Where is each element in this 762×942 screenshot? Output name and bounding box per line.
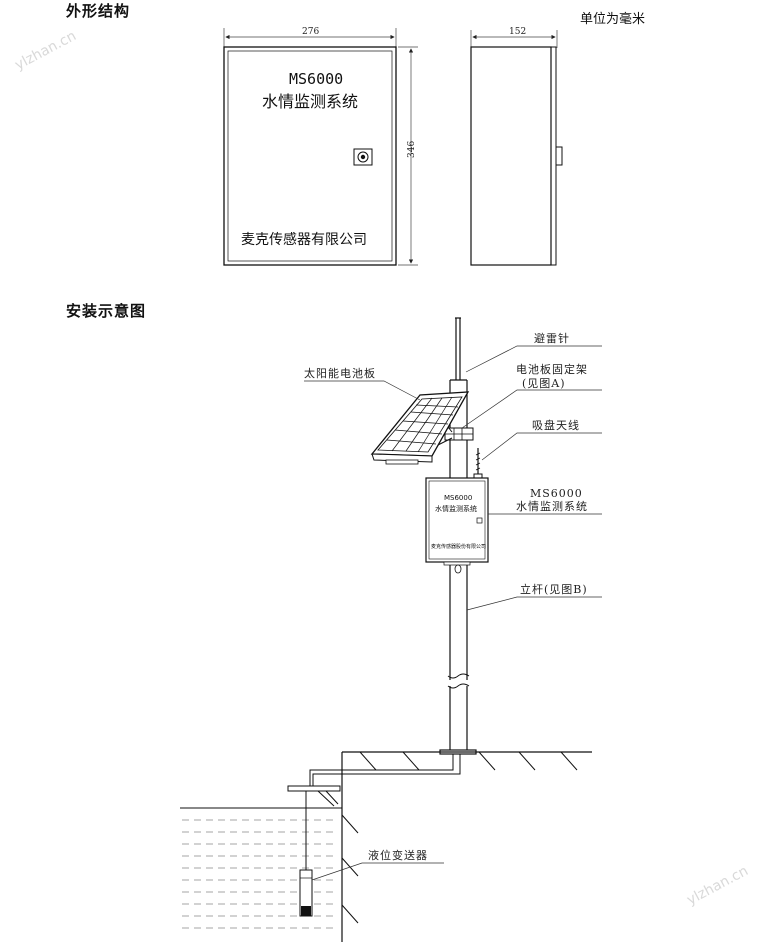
- height-dimension: 346: [407, 141, 417, 158]
- device-model: MS6000: [444, 494, 472, 502]
- antenna-icon: [473, 448, 483, 479]
- label-panel-bracket-ref: (见图A): [522, 377, 566, 390]
- unit-note: 单位为毫米: [580, 12, 646, 27]
- solar-panel: [370, 391, 470, 465]
- side-view: 152: [470, 27, 563, 266]
- label-panel-bracket: 电池板固定架: [516, 362, 588, 376]
- watermark-bottom: ylzhan.cn: [684, 863, 751, 909]
- label-lightning-rod: 避雷针: [534, 331, 570, 345]
- cabinet-outline: [223, 46, 397, 266]
- cabinet-company: 麦克传感器有限公司: [241, 231, 367, 248]
- ground: [341, 751, 592, 942]
- label-pole: 立杆(见图B): [520, 582, 588, 596]
- label-device-name: 水情监测系统: [516, 500, 588, 513]
- water: [180, 807, 342, 929]
- device-company: 麦克传感器股份有限公司: [431, 543, 486, 550]
- watermark-top: ylzhan.cn: [12, 28, 79, 74]
- install-diagram: MS6000 水情监测系统 麦克传感器股份有限公司: [180, 317, 602, 942]
- device-name: 水情监测系统: [435, 504, 477, 513]
- label-solar-panel: 太阳能电池板: [304, 366, 376, 380]
- label-transmitter: 液位变送器: [368, 848, 428, 862]
- side-body: [470, 46, 552, 266]
- label-device-model: MS6000: [530, 487, 583, 500]
- cabinet-system-name: 水情监测系统: [262, 92, 358, 111]
- device-box: MS6000 水情监测系统 麦克传感器股份有限公司: [425, 477, 489, 566]
- section-title-exterior: 外形结构: [66, 2, 131, 20]
- front-view: 276 346 MS6000 水情监测系统 麦克传感器有限公司: [223, 27, 418, 266]
- depth-dimension: 152: [509, 27, 526, 37]
- section-title-install: 安装示意图: [66, 302, 147, 320]
- label-antenna: 吸盘天线: [532, 418, 580, 432]
- cabinet-model: MS6000: [289, 70, 343, 88]
- mount-bracket: [287, 785, 341, 792]
- level-transmitter: [299, 869, 313, 917]
- width-dimension: 276: [302, 27, 319, 37]
